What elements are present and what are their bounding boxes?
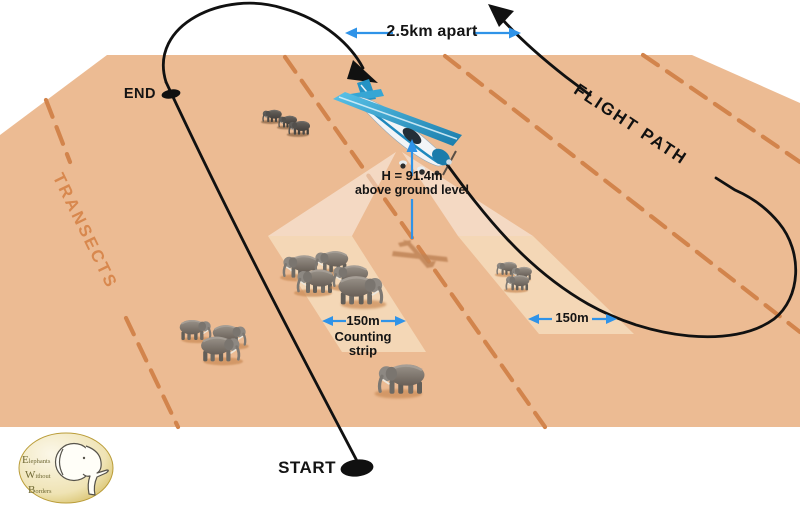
- logo-word-elephants: Elephants: [22, 454, 51, 466]
- logo-elephant-drawing: [54, 442, 109, 496]
- airplane: [333, 79, 462, 176]
- aircraft-shadow: [392, 240, 448, 268]
- measure-arrows: [322, 27, 617, 326]
- start-marker: [340, 459, 374, 477]
- transect-line-1b: [123, 315, 181, 430]
- arrowhead-to-plane: [347, 60, 378, 83]
- counting-strip-right: [458, 236, 634, 334]
- flight-path-arrowheads: [347, 4, 514, 83]
- plane-spinner: [446, 159, 452, 165]
- strip-width-label-left: 150m: [346, 313, 380, 328]
- spacing-arrow-left: [345, 27, 393, 39]
- light-beam-left: [268, 152, 396, 236]
- spacing-label: 2.5km apart: [386, 23, 478, 40]
- transect-line-3: [442, 53, 800, 335]
- start-label: START: [278, 458, 336, 477]
- end-marker: [161, 89, 181, 99]
- counting-strip-label-line2: strip: [348, 343, 378, 358]
- flight-path-right-loop: [444, 161, 798, 339]
- ewb-logo: [18, 432, 114, 504]
- strip-width-arrow-left: [322, 316, 406, 326]
- counting-strip-label-line1: Counting: [334, 329, 392, 344]
- flight-path-return-leg: [500, 17, 592, 97]
- end-label: END: [123, 86, 156, 102]
- flight-path-transect-flown: [164, 80, 359, 463]
- plane-wheel-2: [419, 169, 425, 175]
- transect-line-1a: [43, 97, 73, 165]
- strip-width-arrow-right: [528, 314, 617, 324]
- plane-window: [402, 127, 422, 145]
- strip-width-label-right: 150m: [555, 310, 589, 325]
- altitude-arrow: [406, 139, 418, 239]
- plane-wheel-3: [434, 170, 440, 176]
- altitude-label-line1: H = 91.4m: [381, 168, 443, 183]
- transect-lines: [43, 52, 800, 430]
- transect-line-4: [640, 52, 800, 165]
- plane-nose: [432, 148, 450, 166]
- plane-wheel-1: [400, 163, 406, 169]
- logo-word-without: Without: [25, 469, 51, 481]
- transect-line-2: [282, 54, 548, 430]
- flight-path-line: [162, 1, 798, 463]
- route-markers: [161, 89, 374, 477]
- logo-word-borders: Borders: [28, 484, 52, 496]
- spacing-arrow-right: [473, 27, 521, 39]
- altitude-label-line2: above ground level: [355, 183, 469, 197]
- flight-path-top-left-loop: [162, 1, 365, 84]
- arrowhead-next-transect: [488, 4, 514, 27]
